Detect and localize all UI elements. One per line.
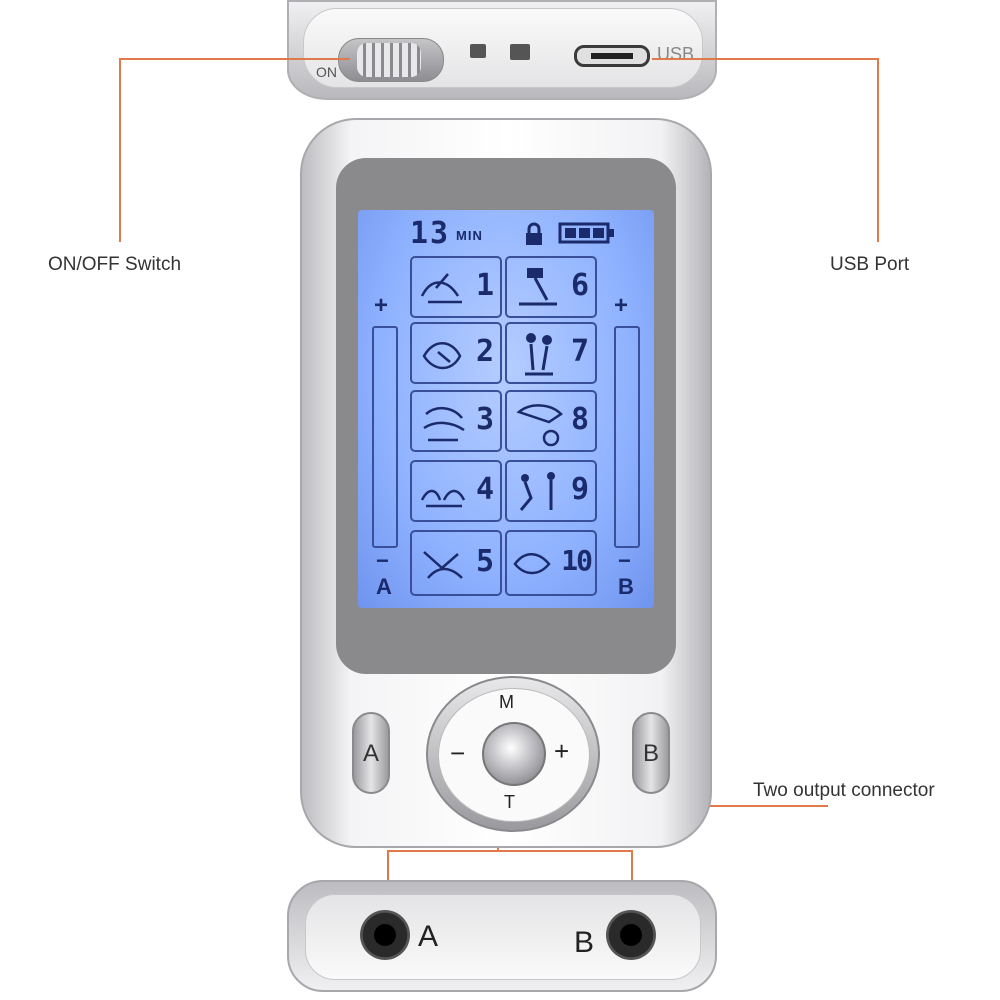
on-off-switch-label: ON/OFF Switch xyxy=(48,254,182,275)
timer-unit: MIN xyxy=(456,228,483,243)
leader-switch-v xyxy=(119,58,121,242)
leader-usb-h xyxy=(652,58,878,60)
mode-button-m[interactable]: M xyxy=(499,692,514,712)
timer-display: 13 xyxy=(410,216,451,251)
mode-number-5: 5 xyxy=(475,544,494,579)
mode-tile-3: 3 xyxy=(410,390,502,452)
channel-a-button[interactable]: A xyxy=(352,712,390,794)
mode-tile-6: 6 xyxy=(505,256,597,318)
timer-button-t[interactable]: T xyxy=(504,792,515,812)
indicator-led-1 xyxy=(470,44,486,58)
output-connector-label: Two output connector xyxy=(753,780,935,801)
decrease-button[interactable]: − xyxy=(450,738,466,768)
exercise-figure-icon xyxy=(519,472,555,511)
channel-a-plus: + xyxy=(374,292,389,319)
massage-hand-icon xyxy=(420,489,466,508)
channel-b-intensity-bar xyxy=(614,326,640,548)
mode-number-9: 9 xyxy=(570,472,589,507)
output-jack-b[interactable] xyxy=(606,910,656,960)
output-jack-b-label: B xyxy=(574,926,595,959)
mode-number-2: 2 xyxy=(475,334,494,369)
lock-icon xyxy=(524,222,544,246)
channel-b-minus: − xyxy=(618,548,631,573)
mode-tile-10: 10 xyxy=(505,530,597,596)
channel-b-plus: + xyxy=(614,292,629,319)
mode-number-4: 4 xyxy=(475,472,494,507)
mode-tile-8: 8 xyxy=(505,390,597,452)
mode-number-1: 1 xyxy=(475,268,494,303)
leader-output-h2 xyxy=(388,850,633,852)
usb-port[interactable] xyxy=(574,45,650,67)
switch-on-label: ON xyxy=(316,64,337,80)
channel-a-intensity-bar xyxy=(372,326,398,548)
mode-tile-2: 2 xyxy=(410,322,502,384)
increase-button[interactable]: + xyxy=(554,736,570,766)
massage-hand-icon xyxy=(513,553,551,575)
on-off-switch[interactable] xyxy=(338,38,444,82)
massage-hand-icon xyxy=(516,404,563,447)
indicator-led-2 xyxy=(510,44,530,60)
channel-a-button-label: A xyxy=(362,740,379,767)
massage-hand-icon xyxy=(422,342,462,370)
output-jack-a[interactable] xyxy=(360,910,410,960)
mode-tile-1: 1 xyxy=(410,256,502,318)
power-center-button[interactable] xyxy=(482,722,546,786)
mode-number-10: 10 xyxy=(561,544,593,577)
channel-a-label: A xyxy=(376,574,392,599)
mode-tile-5: 5 xyxy=(410,530,502,596)
mode-number-8: 8 xyxy=(570,402,589,437)
leader-usb-v xyxy=(877,58,879,242)
massage-figure-icon xyxy=(525,333,553,376)
massage-hand-icon xyxy=(423,551,463,579)
usb-label: USB xyxy=(657,44,695,64)
massage-hand-icon xyxy=(420,273,462,304)
channel-b-button-label: B xyxy=(642,740,659,767)
massage-hand-icon xyxy=(423,406,465,442)
hammer-icon xyxy=(519,268,557,306)
mode-number-7: 7 xyxy=(570,334,589,369)
usb-port-label: USB Port xyxy=(830,254,910,275)
channel-b-label: B xyxy=(618,574,634,599)
mode-number-3: 3 xyxy=(475,402,494,437)
leader-switch-h xyxy=(120,58,350,60)
battery-icon xyxy=(558,222,616,244)
channel-a-minus: − xyxy=(376,548,389,573)
mode-tile-4: 4 xyxy=(410,460,502,522)
mode-number-6: 6 xyxy=(570,268,589,303)
mode-tile-7: 7 xyxy=(505,322,597,384)
mode-tile-9: 9 xyxy=(505,460,597,522)
output-jack-a-label: A xyxy=(418,920,439,953)
channel-b-button[interactable]: B xyxy=(632,712,670,794)
